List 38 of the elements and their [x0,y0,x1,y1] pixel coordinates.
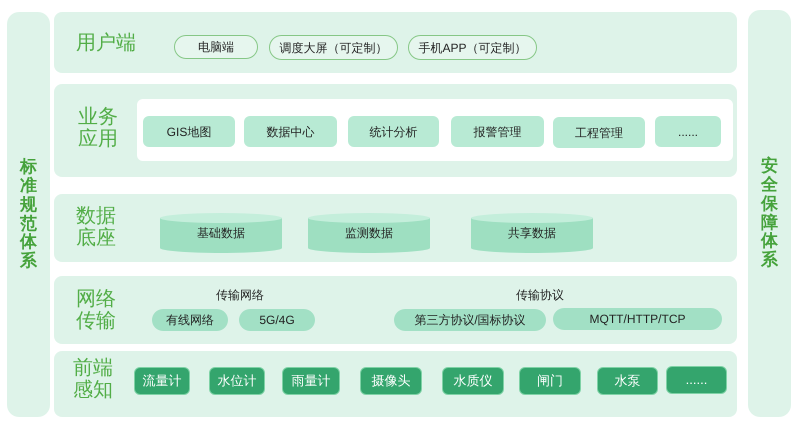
module-tile: 数据中心 [244,116,337,147]
module-tile: ...... [655,116,721,147]
side-panel [748,10,791,417]
device-tile: 流量计 [134,367,190,395]
layer-panel [54,276,737,344]
layer-panel [54,194,737,262]
group-heading: 传输协议 [515,288,565,302]
device-tile: 雨量计 [282,367,340,395]
device-tile: ...... [666,366,727,394]
module-panel [137,99,733,161]
vertical-title: 标准规范体系 [20,158,37,271]
device-tile: 水位计 [209,367,265,395]
module-tile: GIS地图 [143,116,235,147]
device-tile: 水泵 [597,367,658,395]
layer-title: 业务应用 [78,106,119,151]
client-pill: 手机APP（可定制） [408,35,537,60]
layer-title: 前端感知 [73,357,114,402]
vertical-title: 安全保障体系 [761,157,778,270]
module-tile: 统计分析 [348,116,439,147]
network-pill: 5G/4G [239,309,315,331]
layer-panel [54,84,737,177]
device-tile: 闸门 [519,367,581,395]
module-tile: 报警管理 [451,116,544,147]
network-pill: 第三方协议/国标协议 [394,309,546,331]
layer-panel [54,351,737,417]
side-panel [7,12,50,417]
layer-title: 数据底座 [76,205,117,250]
client-pill: 调度大屏（可定制） [269,35,398,60]
layer-panel [54,12,737,73]
group-heading: 传输网络 [215,288,265,302]
module-tile: 工程管理 [553,117,645,148]
client-pill: 电脑端 [174,35,258,59]
device-tile: 摄像头 [360,367,422,395]
device-tile: 水质仪 [442,367,504,395]
layer-title: 网络传输 [76,288,117,333]
layer-title: 用户端 [76,32,136,54]
network-pill: 有线网络 [152,309,228,331]
network-pill: MQTT/HTTP/TCP [553,308,722,330]
